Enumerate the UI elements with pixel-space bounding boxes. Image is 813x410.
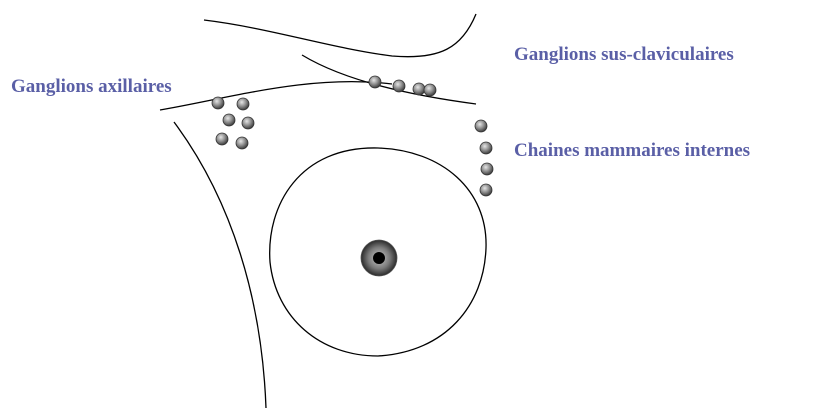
lymph-node — [393, 80, 405, 92]
lymph-node — [212, 97, 224, 109]
label-sus-claviculaires: Ganglions sus-claviculaires — [514, 44, 734, 66]
axilla-upper-line — [160, 82, 392, 110]
label-mammaires-internes: Chaines mammaires internes — [514, 140, 750, 162]
lymph-node — [480, 184, 492, 196]
lymph-node — [223, 114, 235, 126]
torso-side-line — [174, 122, 266, 408]
nipple — [361, 240, 397, 276]
label-axillaires: Ganglions axillaires — [11, 76, 172, 98]
mammaires-internes-nodes — [475, 120, 493, 196]
lymph-node — [413, 83, 425, 95]
lymph-node — [424, 84, 436, 96]
lymph-node — [216, 133, 228, 145]
lymph-node — [237, 98, 249, 110]
lymph-node — [475, 120, 487, 132]
lymph-node — [481, 163, 493, 175]
axillaires-nodes — [212, 97, 254, 149]
shoulder-upper-line — [204, 14, 476, 57]
lymph-node — [236, 137, 248, 149]
lymph-node — [480, 142, 492, 154]
lymph-node — [369, 76, 381, 88]
clavicle-line — [302, 55, 476, 104]
lymph-node — [242, 117, 254, 129]
sus-claviculaires-nodes — [369, 76, 436, 96]
